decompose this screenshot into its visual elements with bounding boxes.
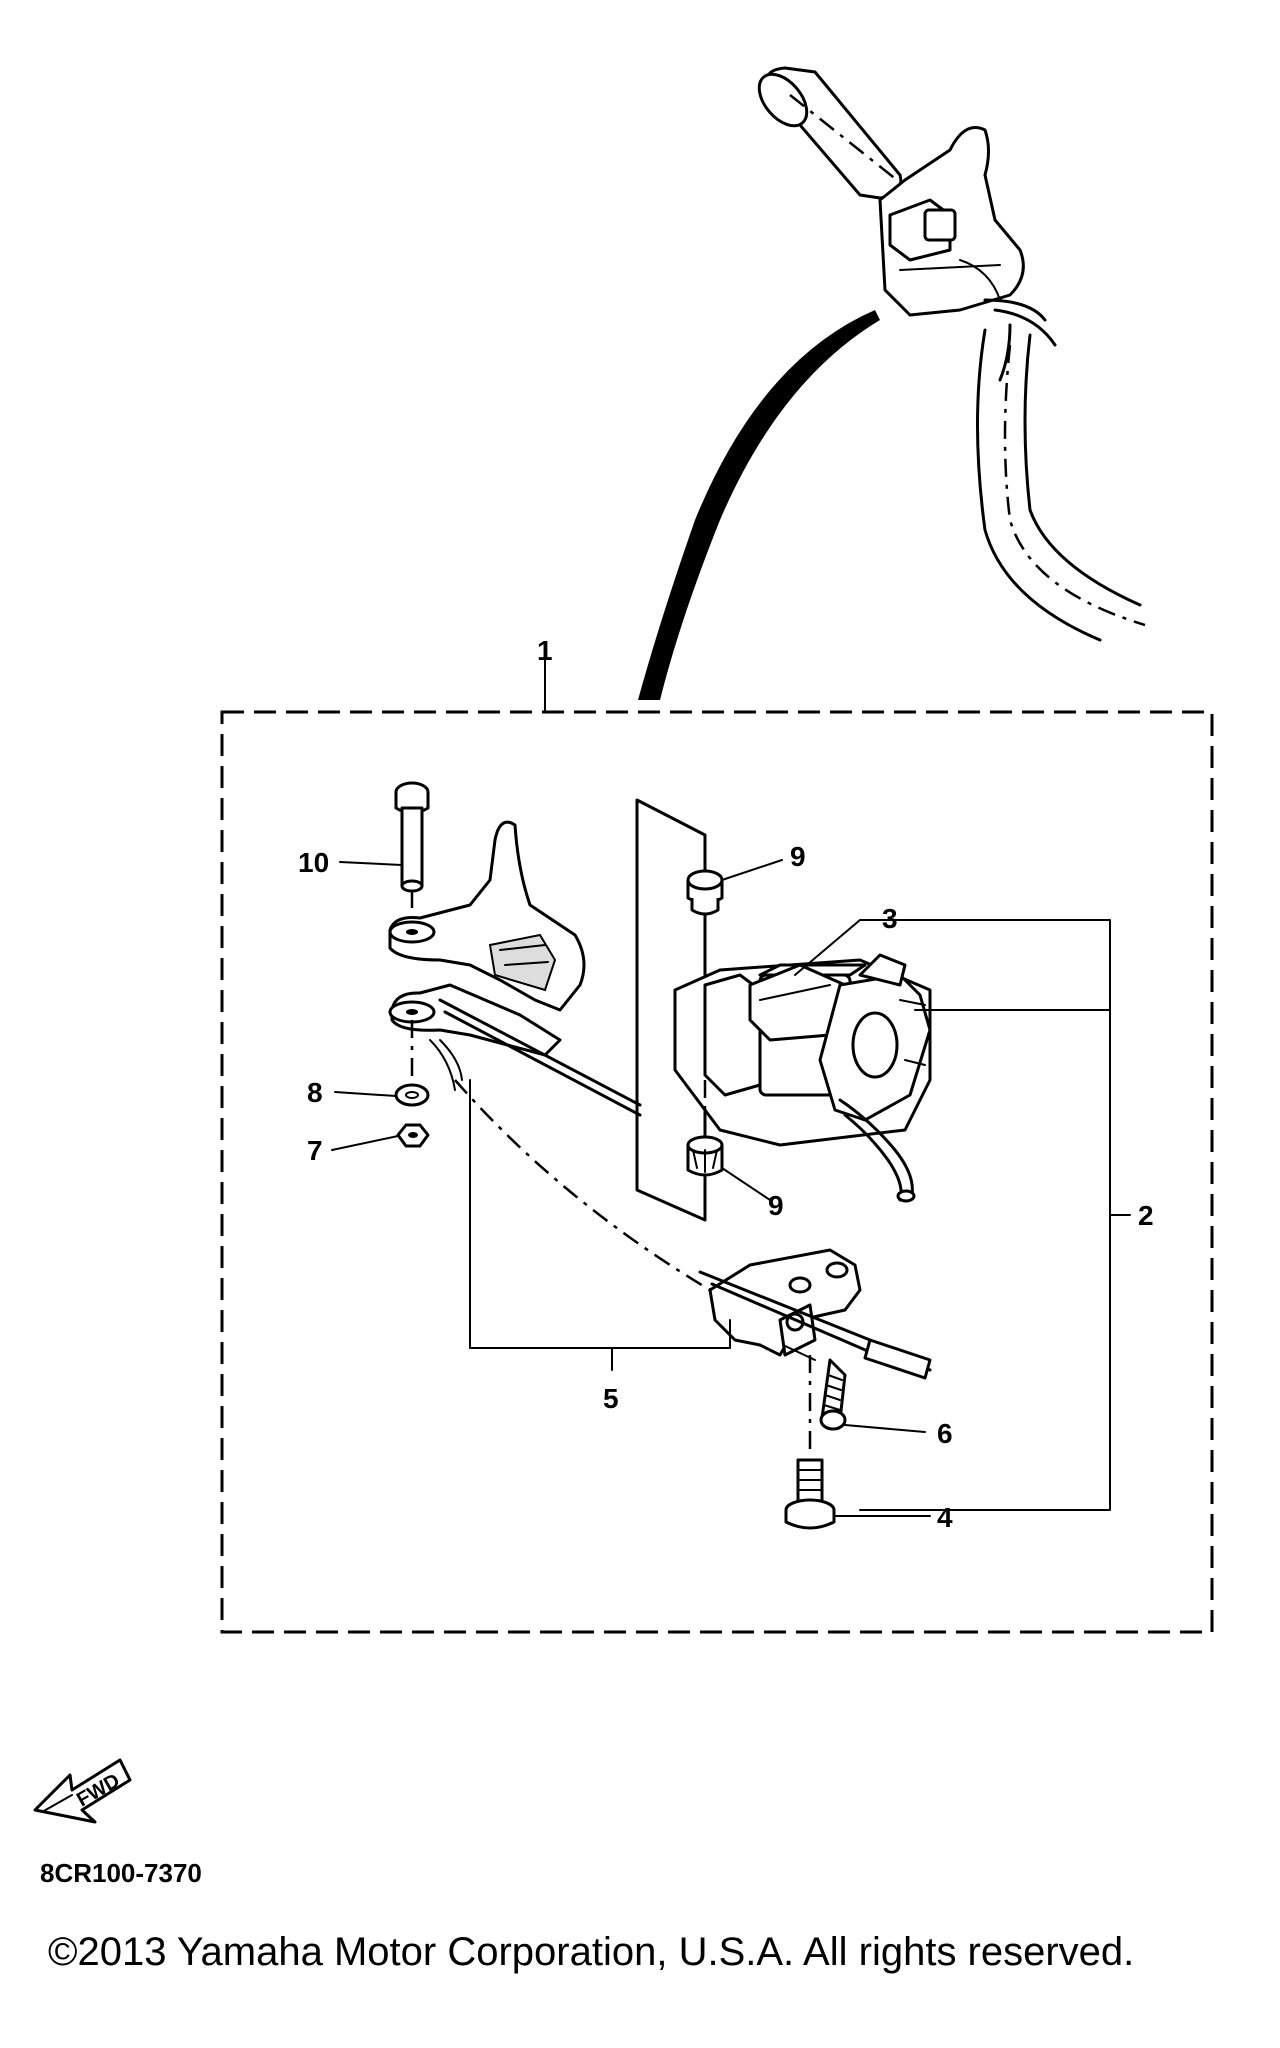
cable-bracket-assembly: [698, 1248, 932, 1530]
callout-2: 2: [1138, 1200, 1154, 1231]
callout-3: 3: [882, 903, 898, 934]
callout-6: 6: [937, 1418, 953, 1449]
callout-labels: 1 2 3 4 5 6 7 8 9 9 10: [298, 635, 1154, 1533]
callout-7: 7: [307, 1135, 323, 1166]
callout-10: 10: [298, 847, 329, 878]
handlebar-illustration: [638, 66, 1146, 700]
callout-9-bottom: 9: [768, 1190, 784, 1221]
diagram-code: 8CR100-7370: [40, 1858, 202, 1888]
throttle-lever-assembly: [388, 781, 711, 1292]
callout-4: 4: [937, 1502, 953, 1533]
switch-assembly: [635, 798, 932, 1222]
callout-1: 1: [537, 635, 553, 666]
leader-lines: [331, 667, 1131, 1517]
callout-9-top: 9: [790, 841, 806, 872]
fwd-arrow-icon: FWD: [33, 1758, 132, 1824]
copyright-notice: ©2013 Yamaha Motor Corporation, U.S.A. A…: [48, 1930, 1134, 1974]
callout-8: 8: [307, 1077, 323, 1108]
callout-5: 5: [603, 1383, 619, 1414]
